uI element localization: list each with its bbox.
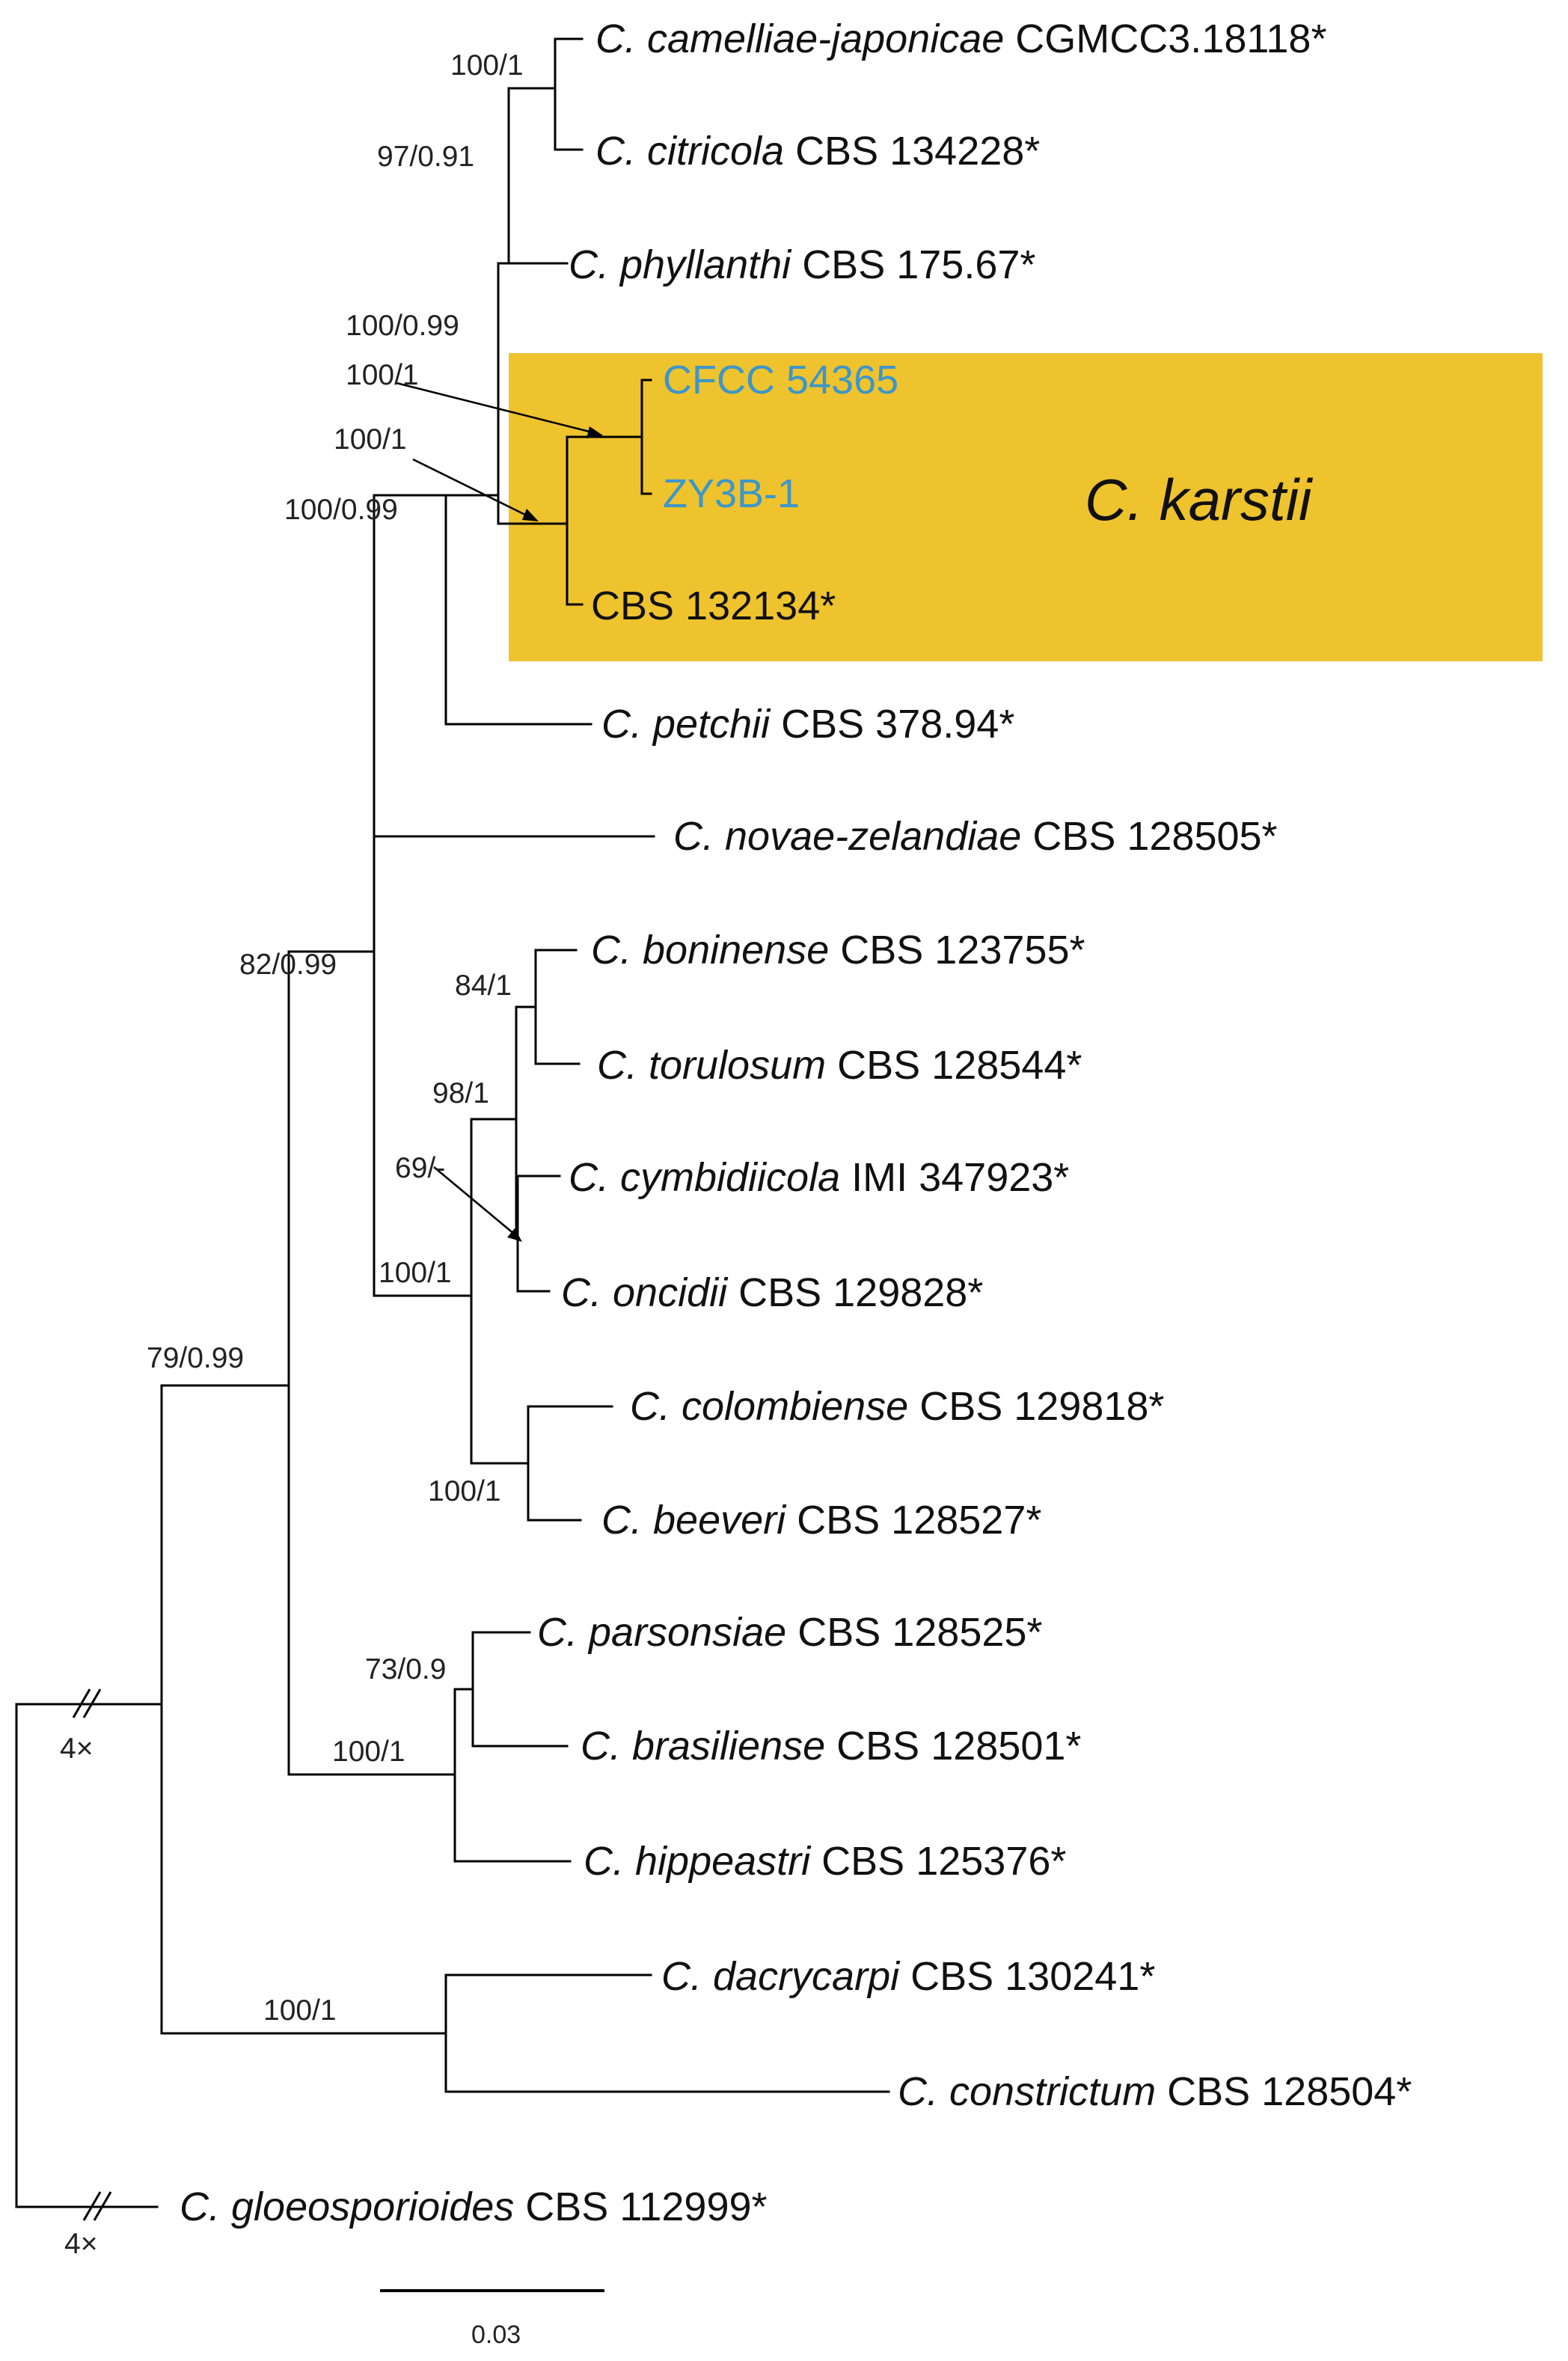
support-cym-onc: 69/- bbox=[395, 1152, 445, 1184]
taxon-constrictum: C. constrictum CBS 128504* bbox=[898, 2069, 1412, 2114]
clade-label: C. karstii bbox=[1085, 467, 1314, 533]
taxon-cymbidiicola: C. cymbidiicola IMI 347923* bbox=[569, 1155, 1069, 1200]
break-label-ingroup: 4× bbox=[60, 1733, 93, 1765]
branch-break-ingroup bbox=[72, 1688, 102, 1718]
support-bon-col-group: 100/1 bbox=[379, 1257, 452, 1289]
taxon-novae-zelandiae: C. novae-zelandiae CBS 128505* bbox=[673, 814, 1278, 859]
scale-bar-label: 0.03 bbox=[471, 2321, 521, 2349]
break-label-outgroup: 4× bbox=[64, 2228, 97, 2260]
support-arrows bbox=[396, 382, 603, 1242]
support-cam-cit: 100/1 bbox=[450, 49, 524, 82]
taxon-cbs-132134: CBS 132134* bbox=[591, 584, 836, 628]
taxon-cfcc-54365: CFCC 54365 bbox=[663, 358, 898, 402]
support-dac-con: 100/1 bbox=[263, 1994, 337, 2027]
taxon-colombiense: C. colombiense CBS 129818* bbox=[630, 1384, 1164, 1429]
taxon-citricola: C. citricola CBS 134228* bbox=[595, 129, 1040, 174]
taxon-labels: C. camelliae-japonicae CGMCC3.18118* C. … bbox=[180, 16, 1412, 2229]
support-karstii-with-upper: 100/0.99 bbox=[284, 494, 398, 526]
clade-highlight-box bbox=[509, 353, 1543, 661]
taxon-phyllanthi: C. phyllanthi CBS 175.67* bbox=[569, 242, 1035, 287]
branch-break-outgroup bbox=[82, 2191, 112, 2221]
support-ingroup: 79/0.99 bbox=[147, 1342, 244, 1374]
scale-bar: 0.03 bbox=[380, 2289, 604, 2349]
taxon-petchii: C. petchii CBS 378.94* bbox=[601, 702, 1014, 747]
taxon-torulosum: C. torulosum CBS 128544* bbox=[597, 1043, 1082, 1088]
tree-branches bbox=[15, 37, 890, 2208]
support-bon-tor: 84/1 bbox=[455, 970, 512, 1002]
support-par-hip: 100/1 bbox=[332, 1736, 405, 1768]
support-karstii-clade: 100/1 bbox=[334, 423, 407, 456]
taxon-zy3b-1: ZY3B-1 bbox=[663, 471, 800, 516]
support-bon-to-onc: 98/1 bbox=[432, 1077, 489, 1109]
taxon-camelliae-japonicae: C. camelliae-japonicae CGMCC3.18118* bbox=[595, 16, 1326, 61]
taxon-beeveri: C. beeveri CBS 128527* bbox=[601, 1498, 1041, 1543]
taxon-brasiliense: C. brasiliense CBS 128501* bbox=[581, 1724, 1081, 1769]
support-upper-group: 100/0.99 bbox=[346, 310, 459, 342]
support-par-bra: 73/0.9 bbox=[365, 1653, 446, 1685]
support-values: 100/1 97/0.91 100/0.99 100/1 100/1 100/0… bbox=[147, 49, 524, 2027]
taxon-hippeastri: C. hippeastri CBS 125376* bbox=[584, 1839, 1066, 1884]
taxon-dacrycarpi: C. dacrycarpi CBS 130241* bbox=[661, 1954, 1155, 1999]
taxon-gloeosporioides: C. gloeosporioides CBS 112999* bbox=[180, 2184, 768, 2229]
taxon-parsonsiae: C. parsonsiae CBS 128525* bbox=[537, 1610, 1042, 1655]
support-main-clade: 82/0.99 bbox=[239, 949, 337, 981]
taxon-oncidii: C. oncidii CBS 129828* bbox=[561, 1270, 983, 1315]
support-cfcc-zy3b: 100/1 bbox=[346, 359, 419, 391]
taxon-boninense: C. boninense CBS 123755* bbox=[591, 928, 1085, 973]
support-col-bee: 100/1 bbox=[428, 1475, 501, 1507]
support-cam-cit-phy: 97/0.91 bbox=[377, 141, 474, 173]
